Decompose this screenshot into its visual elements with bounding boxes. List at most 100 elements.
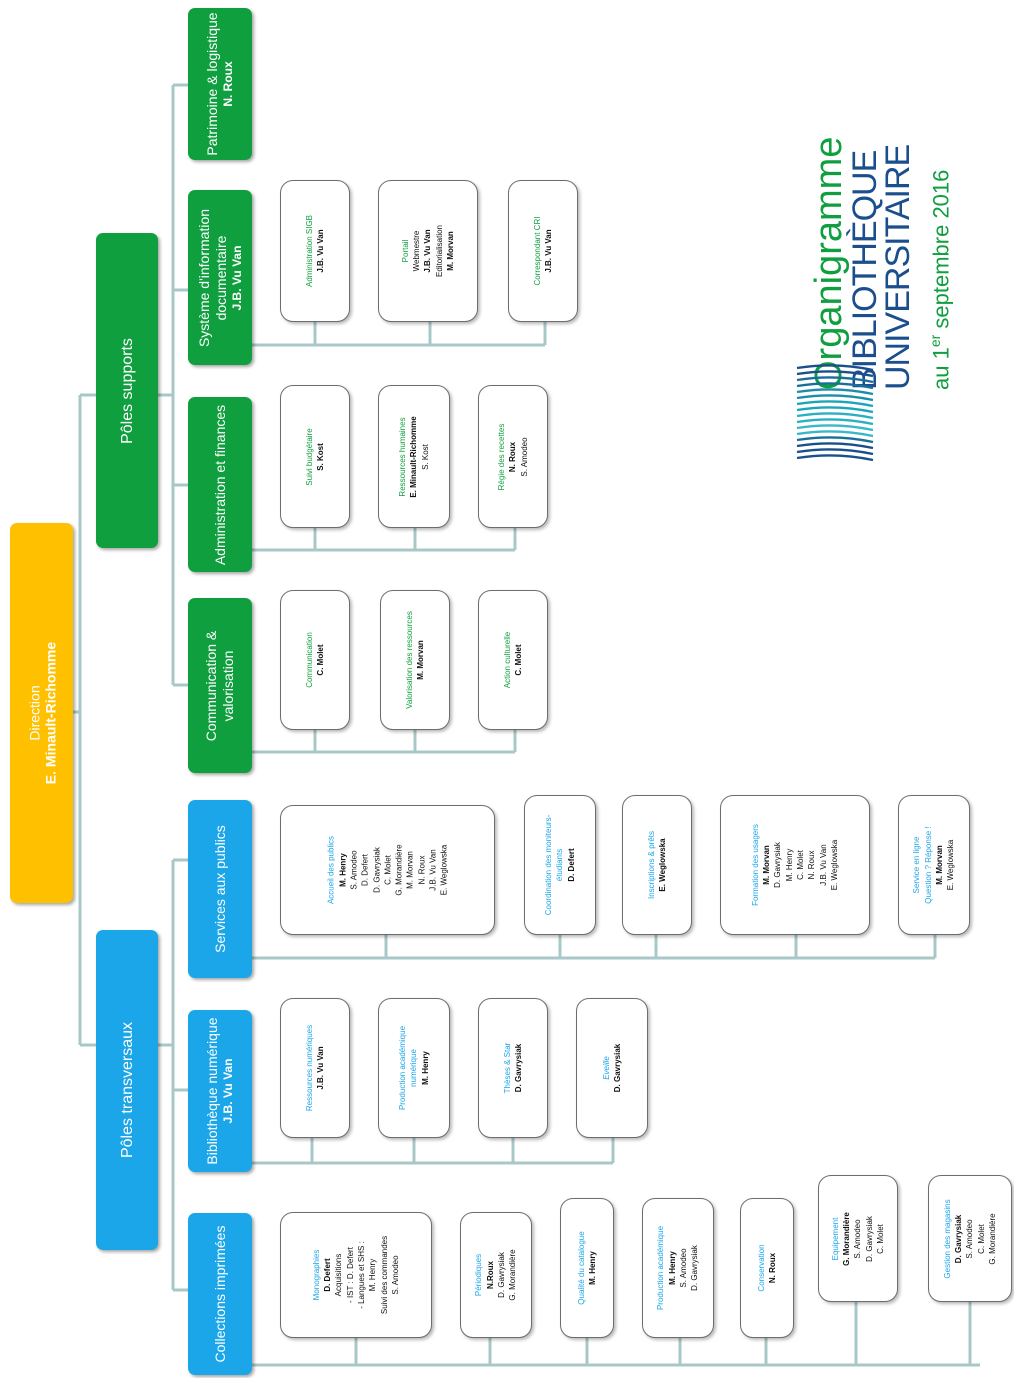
pole-transversaux-box: Pôles transversaux — [96, 930, 158, 1250]
card-action-culturelle: Action culturelle C. Molet — [478, 590, 548, 730]
card-title: numérique — [409, 1049, 419, 1087]
card-title: Eveille — [601, 1056, 611, 1080]
card-line: S. Amodeo — [679, 1248, 688, 1288]
service-collections-title: Collections imprimées — [211, 1225, 228, 1363]
card-line: D. Gavrysiak — [497, 1252, 506, 1298]
service-publics-title: Services aux publics — [211, 825, 228, 953]
card-head: C. Molet — [316, 644, 325, 676]
card-line: S. Amodeo — [853, 1218, 863, 1259]
card-line: S. Amodeo — [965, 1218, 975, 1259]
card-ressources-humaines: Ressources humaines E. Minault-Richomme … — [378, 385, 450, 528]
direction-title: Direction — [25, 685, 42, 741]
card-head: N. Roux — [508, 441, 518, 472]
card-coordination: Coordination des moniteurs- étudiants D.… — [524, 795, 596, 935]
service-publics-box: Services aux publics — [188, 800, 252, 978]
card-title: Production académique — [398, 1025, 408, 1111]
card-title: Production académique — [656, 1225, 666, 1311]
card-line: D. Gavrysiak — [371, 847, 381, 893]
card-line: N. Roux — [807, 850, 817, 880]
card-head: J.B. Vu Van — [316, 1046, 325, 1090]
service-collections-box: Collections imprimées — [188, 1213, 252, 1375]
card-line: - IST : D. Defert — [345, 1247, 355, 1303]
card-title: Valorisation des ressources — [404, 611, 414, 709]
card-regie-recettes: Régie des recettes N. Roux S. Amodeo — [478, 385, 548, 528]
card-title: Accueil des publics — [326, 835, 336, 905]
service-sid-head: J.B. Vu Van — [229, 245, 244, 310]
card-line: C. Molet — [796, 850, 805, 880]
card-eveille: Eveille D. Gavrysiak — [576, 998, 648, 1138]
card-line: J.B. Vu Van — [428, 849, 438, 891]
card-line: G. Morandière — [987, 1212, 997, 1265]
card-accueil-publics: Accueil des publics M. Henry S. Amodeo D… — [280, 805, 495, 935]
card-title: Ressources numériques — [304, 1024, 314, 1112]
pole-transversaux-label: Pôles transversaux — [118, 1021, 136, 1159]
card-head: D. Defert — [323, 1258, 333, 1292]
card-title: Monographies — [311, 1249, 321, 1301]
card-service-en-ligne: Service en ligne Question ? Réponse ! M.… — [898, 795, 970, 935]
card-administration-sigb: Administration SIGB J.B. Vu Van — [280, 180, 350, 322]
title-line1: Organigramme — [807, 136, 850, 390]
card-line: D. Gavrysiak — [690, 1245, 700, 1291]
card-head: D. Defert — [566, 848, 576, 882]
service-patrimoine-title: Patrimoine & logistique — [204, 12, 220, 156]
card-head: M. Morvan — [762, 845, 772, 885]
card-head: G. Morandière — [842, 1211, 852, 1266]
card-line: Acquisitions — [334, 1253, 344, 1297]
card-portail: Portail Webmestre J.B. Vu Van Editoriali… — [378, 180, 478, 322]
card-title: Qualité du catalogue — [576, 1231, 586, 1305]
service-numerique-head: J.B. Vu Van — [221, 1058, 235, 1124]
card-title: Thèses & Star — [502, 1042, 512, 1094]
title-line2: BIBLIOTHÈQUE — [845, 150, 884, 390]
card-correspondant-cri: Correspondant CRI J.B. Vu Van — [508, 180, 578, 322]
service-communication-title: Communication & valorisation — [203, 630, 236, 741]
card-line: Webmestre — [412, 230, 422, 272]
service-communication-box: Communication & valorisation — [188, 598, 252, 773]
card-production-academique: Production académique M. Henry S. Amodeo… — [642, 1198, 714, 1338]
service-administration-title: Administration et finances — [211, 404, 228, 565]
card-line: D. Gavrysiak — [773, 842, 783, 888]
service-patrimoine-head: N. Roux — [221, 61, 235, 107]
card-gestion-magasins: Gestion des magasins D. Gavrysiak S. Amo… — [928, 1175, 1012, 1302]
card-line: Suivi des commandes — [379, 1235, 389, 1315]
card-head: S. Kost — [316, 442, 325, 471]
card-title: Correspondant CRI — [532, 216, 542, 286]
card-title: Périodiques — [474, 1253, 484, 1297]
card-ressources-numeriques: Ressources numériques J.B. Vu Van — [280, 998, 350, 1138]
card-suivi-budgetaire: Suivi budgétaire S. Kost — [280, 385, 350, 528]
card-head: M. Henry — [420, 1051, 430, 1085]
card-communication: Communication C. Molet — [280, 590, 350, 730]
card-line: S. Kost — [420, 443, 430, 470]
card-production-numerique: Production académique numérique M. Henry — [378, 998, 450, 1138]
card-title: Question ? Réponse ! — [923, 826, 933, 904]
card-title: Equipement — [830, 1217, 840, 1260]
card-head: E. Minault-Richomme — [409, 415, 419, 498]
pole-supports-box: Pôles supports — [96, 233, 158, 548]
card-line: M. Morvan — [405, 851, 415, 889]
card-line: E. Weglowska — [439, 844, 449, 896]
card-title: Ressources humaines — [398, 416, 408, 497]
service-numerique-title: Bibliothèque numérique — [204, 1017, 220, 1165]
card-title: étudiants — [555, 848, 565, 882]
card-head: D. Gavrysiak — [613, 1043, 622, 1093]
service-sid-title: Système d'information documentaire — [195, 208, 229, 347]
card-line: S. Amodeo — [348, 850, 358, 890]
card-line: J.B. Vu Van — [818, 844, 828, 886]
direction-head: E. Minault-Richomme — [41, 641, 58, 785]
card-title: Formation des usagers — [750, 824, 760, 906]
card-head: M. Henry — [588, 1251, 597, 1285]
organigramme-title: Organigramme BIBLIOTHÈQUE UNIVERSITAIRE … — [778, 90, 988, 390]
card-head: M. Henry — [667, 1251, 677, 1285]
card-line: C. Molet — [976, 1223, 986, 1254]
card-inscriptions: Inscriptions & prêts E. Weglowska — [622, 795, 692, 935]
card-head: D. Gavrysiak — [514, 1043, 523, 1093]
card-line: G. Morandière — [508, 1249, 518, 1301]
card-head: N.Roux — [485, 1261, 495, 1289]
card-line: N. Roux — [416, 855, 426, 885]
card-title: Communication — [304, 632, 314, 688]
card-line: E. Weglowska — [829, 839, 839, 891]
card-title: Gestion des magasins — [942, 1198, 952, 1279]
card-line: C. Molet — [382, 855, 392, 885]
card-title: Régie des recettes — [497, 423, 507, 490]
